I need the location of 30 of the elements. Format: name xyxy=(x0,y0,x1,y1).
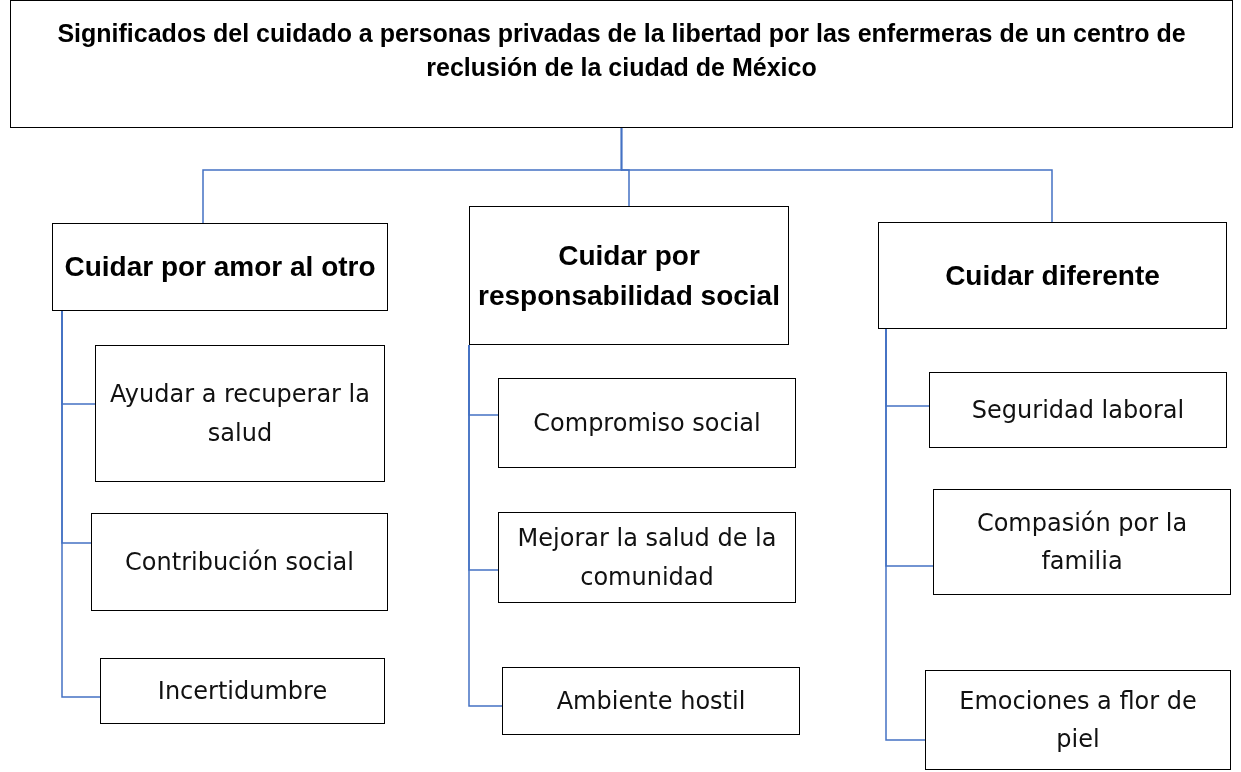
title-box xyxy=(10,0,1233,128)
subcategory-box xyxy=(925,670,1231,770)
subcategory-box xyxy=(498,512,796,603)
node-text: Incertidumbre xyxy=(157,675,328,707)
connector-line xyxy=(468,344,503,707)
subcategory-box xyxy=(100,658,385,724)
node-text: Significados del cuidado a personas privadas de la libertad por las enfermeras de un centro de reclusión de la ciudad de México xyxy=(56,18,1187,83)
subcategory-box xyxy=(933,489,1231,595)
category-box xyxy=(469,206,789,345)
node-text: Emociones a flor de piel xyxy=(958,685,1198,755)
subcategory-box xyxy=(502,667,800,735)
node-text: Mejorar la salud de la comunidad xyxy=(516,523,778,593)
subcategory-box xyxy=(91,513,388,611)
node-text: Compromiso social xyxy=(533,407,761,439)
node-text: Seguridad laboral xyxy=(971,394,1185,426)
node-text: Contribución social xyxy=(125,546,354,578)
connector-line xyxy=(885,328,926,741)
node-text: Cuidar por amor al otro xyxy=(64,250,376,285)
subcategory-box xyxy=(498,378,796,468)
node-text: Cuidar diferente xyxy=(945,258,1160,293)
connector-line xyxy=(620,127,1053,223)
node-text: Ambiente hostil xyxy=(556,685,746,717)
connector-line xyxy=(61,310,101,698)
node-text: Cuidar por responsabilidad social xyxy=(478,239,780,313)
category-box xyxy=(52,223,388,311)
subcategory-box xyxy=(95,345,385,482)
subcategory-box xyxy=(929,372,1227,448)
node-text: Compasión por la familia xyxy=(975,507,1189,577)
node-text: Ayudar a recuperar la salud xyxy=(109,379,371,449)
category-box xyxy=(878,222,1227,329)
